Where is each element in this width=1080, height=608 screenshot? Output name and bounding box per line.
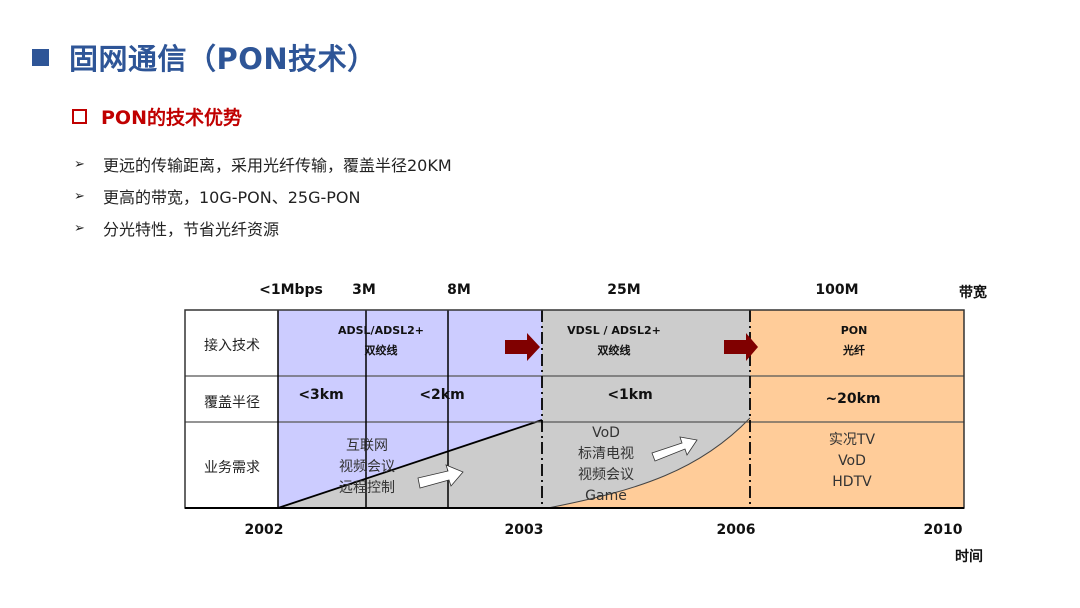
coverage-value: ~20km [825,391,881,407]
bandwidth-tick: 8M [447,282,471,298]
coverage-value: <2km [419,387,465,403]
time-tick: 2003 [504,522,544,538]
service-item: VoD [838,453,866,469]
pon-services: 实况TV VoD HDTV [829,430,875,493]
row-label-column [185,310,278,508]
pon-region [750,310,964,508]
demand-curve-line [547,417,751,509]
time-axis-label: 时间 [955,549,983,565]
square-bullet-icon [32,48,49,66]
bullet-item: ➢ 更高的带宽，10G-PON、25G-PON [74,180,452,212]
row-label-demand: 业务需求 [204,460,260,476]
bullet-text: 更高的带宽，10G-PON、25G-PON [103,188,361,207]
bandwidth-tick: 100M [815,282,859,298]
coverage-value: <3km [298,387,344,403]
growth-arrow-icon [651,436,698,462]
subtitle-row: PON的技术优势 [72,103,242,130]
medium-name: 双绞线 [364,344,398,357]
medium-name: 双绞线 [597,344,631,357]
slide-title: 固网通信（PON技术） [69,42,377,76]
pon-tech-cell: PON 光纤 [841,321,868,361]
bandwidth-axis-label: 带宽 [959,285,987,301]
time-tick: 2002 [244,522,284,538]
arrowhead-bullet-icon: ➢ [74,156,85,172]
vdsl-tech-cell: VDSL / ADSL2+ 双绞线 [567,321,661,361]
medium-name: 光纤 [843,344,865,357]
service-item: VoD [592,425,620,441]
hollow-square-bullet-icon [72,109,87,124]
slide-title-row: 固网通信（PON技术） [32,36,377,78]
service-item: 互联网 [346,438,388,454]
bullet-list: ➢ 更远的传输距离，采用光纤传输，覆盖半径20KM ➢ 更高的带宽，10G-PO… [74,148,452,244]
adsl-services: 互联网 视频会议 远程控制 [339,436,395,499]
arrowhead-bullet-icon: ➢ [74,188,85,204]
service-item: 远程控制 [339,480,395,496]
bullet-text: 分光特性，节省光纤资源 [103,220,280,239]
row-label-access-tech: 接入技术 [204,338,260,354]
bullet-item: ➢ 分光特性，节省光纤资源 [74,212,452,244]
demand-diagonal-line [277,419,543,509]
bullet-text: 更远的传输距离，采用光纤传输，覆盖半径20KM [103,156,452,175]
demand-curve-region [548,418,750,508]
time-tick: 2010 [923,522,963,538]
service-item: Game [585,488,627,504]
vdsl-services: VoD 标清电视 视频会议 Game [578,423,634,507]
service-item: 视频会议 [339,459,395,475]
service-item: HDTV [832,474,872,490]
service-item: 标清电视 [578,446,634,462]
subtitle: PON的技术优势 [101,107,242,129]
service-item: 实况TV [828,432,876,448]
growth-arrow-icon [417,464,464,489]
service-item: 视频会议 [578,467,634,483]
bullet-item: ➢ 更远的传输距离，采用光纤传输，覆盖半径20KM [74,148,452,180]
technology-name: VDSL / ADSL2+ [567,324,661,337]
transition-arrow-icon [505,333,540,361]
technology-name: PON [840,324,868,337]
technology-name: ADSL/ADSL2+ [337,324,425,337]
time-tick: 2006 [716,522,756,538]
bandwidth-tick: 25M [607,282,641,298]
bandwidth-tick: <1Mbps [259,282,323,298]
coverage-value: <1km [607,387,653,403]
transition-arrow-icon [724,333,758,361]
row-label-coverage: 覆盖半径 [204,395,260,411]
adsl-tech-cell: ADSL/ADSL2+ 双绞线 [338,321,424,361]
bandwidth-tick: 3M [352,282,376,298]
arrowhead-bullet-icon: ➢ [74,220,85,236]
